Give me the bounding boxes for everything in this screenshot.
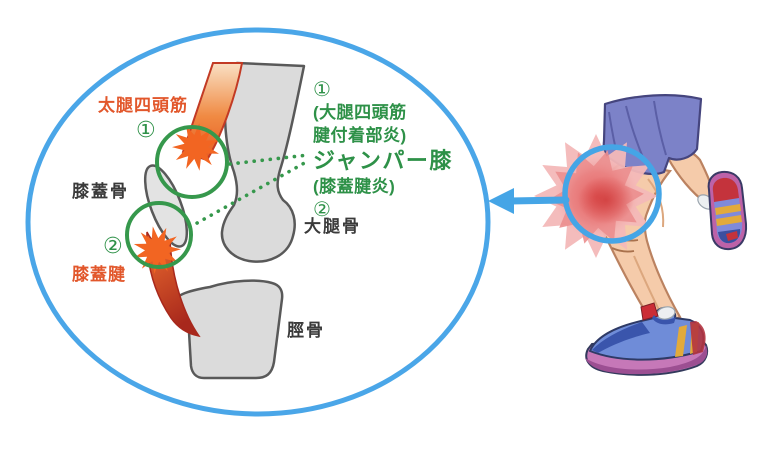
inflammation-starburst-1 <box>172 123 219 171</box>
marker-2-number: ② <box>103 233 123 258</box>
runner-knee-crease-2 <box>611 247 635 253</box>
runner-front-shoe <box>585 302 709 376</box>
patella-label: 膝蓋骨 <box>72 182 129 201</box>
marker-circle-1 <box>155 125 229 199</box>
knee-anatomy-diagram <box>25 27 491 417</box>
femur-label: 大腿骨 <box>304 217 361 236</box>
patella-bone-shape <box>143 164 189 248</box>
annotation-cause-line-2: 腱付着部炎) <box>313 126 407 145</box>
patellar-tendon-label: 膝蓋腱 <box>72 265 126 284</box>
annotation-marker-2: ② <box>313 199 331 221</box>
diagnosis-title: ジャンパー膝 <box>313 148 453 173</box>
marker-circle-2 <box>125 201 193 269</box>
zoom-arrow <box>488 188 570 214</box>
diagnosis-annotation: ① (大腿四頭筋 腱付着部炎) ジャンパー膝 (膝蓋腱炎) ② <box>313 79 453 221</box>
annotation-marker-1: ① <box>313 79 331 101</box>
femur-bone-shape <box>220 61 306 263</box>
runner-illustration <box>534 94 748 376</box>
leader-dotted-line-2 <box>188 159 310 229</box>
marker-1-number: ① <box>136 117 156 142</box>
annotation-cause-line-1: (大腿四頭筋 <box>313 103 407 122</box>
tibia-label: 脛骨 <box>287 321 325 340</box>
quadriceps-label: 太腿四頭筋 <box>98 96 188 115</box>
runner-trailing-shoe <box>707 170 748 251</box>
knee-highlight-circle <box>562 144 662 244</box>
leader-dotted-line-1 <box>228 153 310 166</box>
diagnosis-subtitle: (膝蓋腱炎) <box>313 177 396 196</box>
